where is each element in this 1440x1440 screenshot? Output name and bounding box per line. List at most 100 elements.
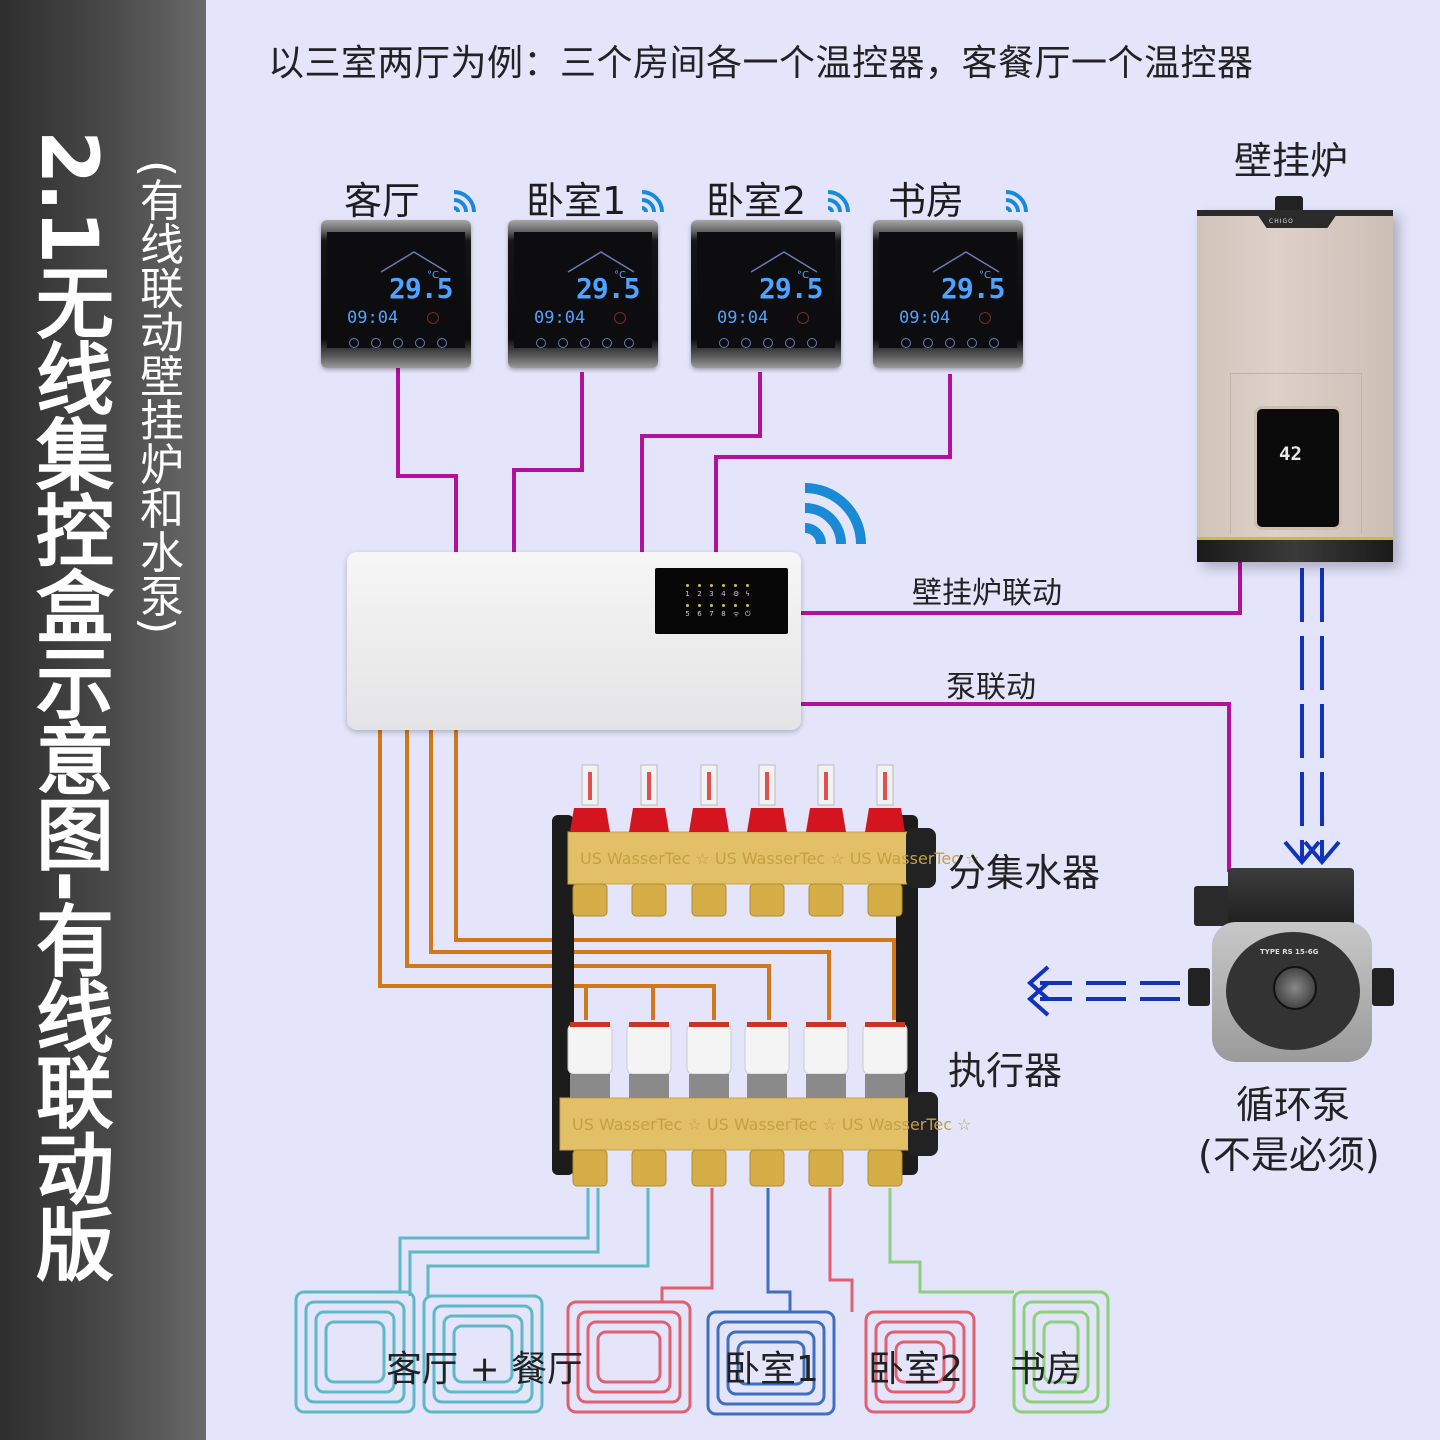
mode-button[interactable] [536,338,546,348]
diagram-title: 2.1无线集控盒示意图-有线联动版 [23,130,113,1281]
supply-outlet [572,883,608,917]
indicator-led: ⚙ [733,584,740,598]
boiler-label: 壁挂炉 [1234,139,1349,183]
thermostat[interactable]: 29.5 °C 09:04 [691,220,841,368]
actuator [744,1023,790,1075]
thermostat[interactable]: 29.5 °C 09:04 [873,220,1023,368]
heating-loop [726,1330,816,1396]
return-outlet [572,1149,608,1187]
supply-outlet [691,883,727,917]
thermostat-unit: °C [979,270,991,281]
clock-icon [797,312,809,324]
actuator-wires [378,730,896,1020]
thermostat[interactable]: 29.5 °C 09:04 [321,220,471,368]
flow-valve-cap [747,808,787,832]
pump-link-label: 泵联动 [946,670,1036,705]
indicator-led: 3 [709,584,714,598]
thermostat-screen: 29.5 °C 09:04 [327,232,465,348]
manifold-label: 分集水器 [948,851,1101,895]
heating-loop [864,1310,976,1414]
heating-loop [874,1320,966,1404]
heating-loop [442,1314,524,1394]
thermostat-room-label: 书房 [888,179,965,223]
loop-label-bedroom1: 卧室1 [724,1349,819,1390]
manifold-engraving: US WasserTec ☆ US WasserTec ☆ US WasserT… [572,1115,972,1134]
flow-valve-cap [629,808,669,832]
heating-loop [894,1340,946,1384]
supply-bar [567,831,909,885]
power-button[interactable] [763,338,773,348]
heating-loop [1042,1320,1080,1384]
indicator-led: 4 [721,584,726,598]
thermostat[interactable]: 29.5 °C 09:04 [508,220,658,368]
loop-feed-pipe [398,1188,590,1292]
down-button[interactable] [437,338,447,348]
up-button[interactable] [602,338,612,348]
power-button[interactable] [580,338,590,348]
heating-loop [884,1330,956,1394]
heating-loop [706,1310,836,1416]
clock-button[interactable] [558,338,568,348]
diagram-subtitle: (有线联动壁挂炉和水泵) [132,160,183,635]
clock-icon [979,312,991,324]
up-button[interactable] [967,338,977,348]
indicator-led: ᯤ [733,604,740,618]
supply-outlet [808,883,844,917]
wifi-icon [1005,190,1028,212]
down-button[interactable] [807,338,817,348]
indicator-led: 8 [721,604,726,618]
heating-loop [716,1320,826,1406]
thermostat-time: 09:04 [534,308,586,328]
clock-button[interactable] [923,338,933,348]
return-outlet [631,1149,667,1187]
heating-loop [596,1330,662,1384]
lower-bar [559,1097,911,1151]
thermostat-temperature: 29.5 [941,272,1005,305]
manifold-engraving: US WasserTec ☆ US WasserTec ☆ US WasserT… [580,849,980,868]
indicator-led: 2 [697,584,702,598]
water-flow-down [1300,568,1324,860]
mode-button[interactable] [719,338,729,348]
return-outlet [867,1149,903,1187]
power-button[interactable] [945,338,955,348]
thermostat-screen: 29.5 °C 09:04 [879,232,1017,348]
thermostat-temperature: 29.5 [759,272,823,305]
clock-button[interactable] [371,338,381,348]
headline: 以三室两厅为例：三个房间各一个温控器，客餐厅一个温控器 [268,43,1254,84]
home-icon [380,251,448,273]
heating-loop [1032,1310,1090,1394]
actuator [803,1023,849,1075]
indicator-led: 6 [697,604,702,618]
up-button[interactable] [785,338,795,348]
mode-button[interactable] [349,338,359,348]
thermostat-screen: 29.5 °C 09:04 [514,232,652,348]
actuator [862,1023,908,1075]
water-flow-left [1040,981,1180,1001]
heating-loop [432,1304,534,1404]
thermostat-unit: °C [797,270,809,281]
heating-loop [586,1320,672,1394]
supply-outlet [749,883,785,917]
down-button[interactable] [624,338,634,348]
thermostat-buttons [536,338,634,348]
loop-feed-pipe [426,1188,650,1296]
heating-loop [304,1300,406,1404]
up-button[interactable] [415,338,425,348]
thermostat-buttons [719,338,817,348]
thermostat-wires [396,368,1242,872]
loop-feed-pipe [766,1188,792,1312]
wire-bedroom2 [640,372,762,552]
return-outlet [808,1149,844,1187]
thermostat-time: 09:04 [899,308,951,328]
heating-loop [736,1340,806,1386]
boiler-brand: CHIGO [1269,218,1294,225]
flow-valve-cap [689,808,729,832]
down-button[interactable] [989,338,999,348]
power-button[interactable] [393,338,403,348]
mode-button[interactable] [901,338,911,348]
clock-button[interactable] [741,338,751,348]
thermostat-buttons [901,338,999,348]
loop-label-bedroom2: 卧室2 [868,1349,963,1390]
heating-loop [1022,1300,1100,1404]
